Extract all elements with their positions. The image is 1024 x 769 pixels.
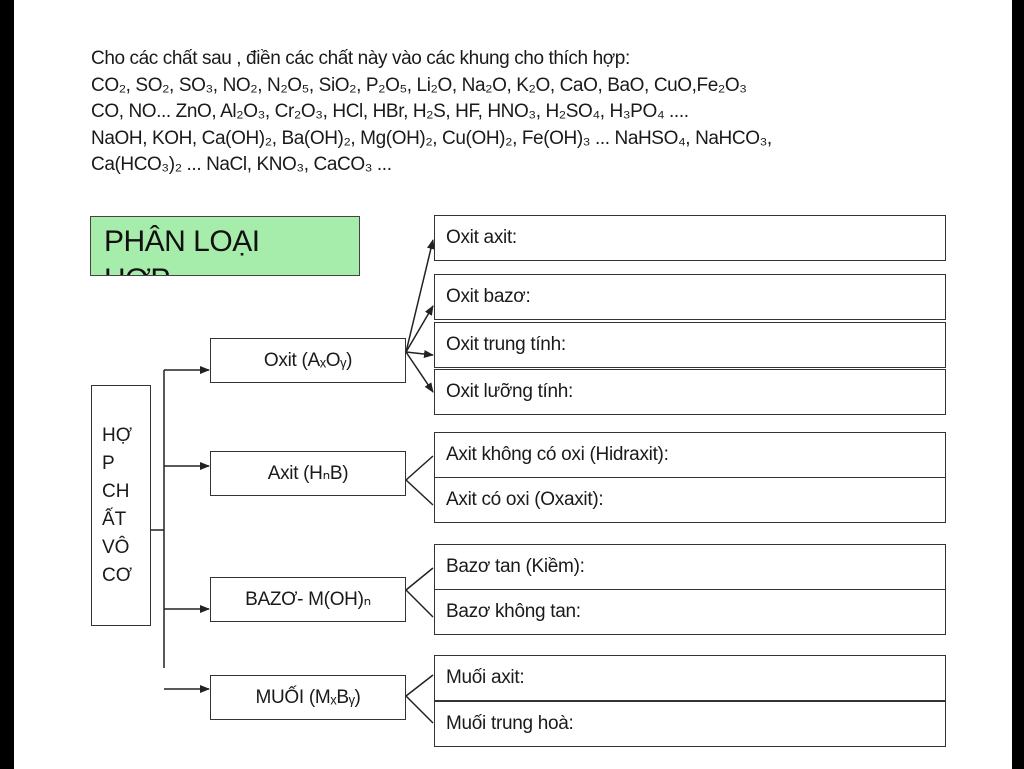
line-to-axit-khong-oxi <box>405 455 434 481</box>
sub-oxit-axit-box[interactable]: Oxit axit: <box>434 215 946 261</box>
arrow-to-oxit-bazo <box>405 305 434 353</box>
instruction-text: Cho các chất sau , điền các chất này vào… <box>91 46 971 179</box>
sub-axit-khong-oxi-box[interactable]: Axit không có oxi (Hidraxit): <box>434 432 946 478</box>
line-to-axit-co-oxi <box>405 479 434 506</box>
classification-title: PHÂN LOẠI HỢP <box>104 223 344 275</box>
root-line-1: HỢ <box>102 424 133 446</box>
sub-oxit-bazo-box[interactable]: Oxit bazơ: <box>434 274 946 320</box>
category-muoi-box: MUỐI (MₓBᵧ) <box>210 675 406 720</box>
instruction-line-5: Ca(HCO₃)₂ ... NaCl, KNO₃, CaCO₃ ... <box>91 154 392 175</box>
sub-muoi-axit-label: Muối axit: <box>446 667 525 688</box>
sub-oxit-bazo-label: Oxit bazơ: <box>446 286 531 307</box>
category-axit-label: Axit (HₙB) <box>267 463 349 484</box>
connector-lines <box>150 239 435 724</box>
classification-title-line-1: PHÂN LOẠI <box>104 225 260 258</box>
sub-oxit-luong-tinh-box[interactable]: Oxit lưỡng tính: <box>434 369 946 415</box>
sub-axit-co-oxi-box[interactable]: Axit có oxi (Oxaxit): <box>434 477 946 523</box>
sub-bazo-khong-tan-box[interactable]: Bazơ không tan: <box>434 589 946 635</box>
instruction-line-1: Cho các chất sau , điền các chất này vào… <box>91 48 630 69</box>
sub-oxit-axit-label: Oxit axit: <box>446 227 517 248</box>
root-line-3: CH <box>102 480 130 502</box>
line-to-bazo-tan <box>405 567 434 591</box>
slide-page: Cho các chất sau , điền các chất này vào… <box>14 0 1012 769</box>
instruction-line-2: CO₂, SO₂, SO₃, NO₂, N₂O₅, SiO₂, P₂O₅, Li… <box>91 74 747 96</box>
root-line-5: VÔ <box>102 536 130 558</box>
root-line-6: CƠ <box>102 564 133 586</box>
instruction-line-3: CO, NO... ZnO, Al₂O₃, Cr₂O₃, HCl, HBr, H… <box>91 101 689 122</box>
category-bazo-label: BAZƠ- M(OH)ₙ <box>245 589 371 610</box>
sub-muoi-trung-hoa-label: Muối trung hoà: <box>446 713 574 734</box>
category-bazo-box: BAZƠ- M(OH)ₙ <box>210 577 406 622</box>
root-line-2: P <box>102 452 115 474</box>
line-to-muoi-trung-hoa <box>405 695 434 724</box>
line-to-muoi-axit <box>405 674 434 697</box>
arrow-to-oxit-axit <box>405 239 435 353</box>
category-oxit-box: Oxit (AₓOᵧ) <box>210 338 406 383</box>
sub-axit-khong-oxi-label: Axit không có oxi (Hidraxit): <box>446 444 669 465</box>
sub-axit-co-oxi-label: Axit có oxi (Oxaxit): <box>446 489 604 510</box>
category-oxit-label: Oxit (AₓOᵧ) <box>263 349 353 371</box>
category-axit-box: Axit (HₙB) <box>210 451 406 496</box>
root-line-4: ẤT <box>102 508 127 530</box>
sub-oxit-trung-tinh-label: Oxit trung tính: <box>446 334 566 355</box>
classification-title-line-2: HỢP <box>104 261 344 275</box>
sub-bazo-tan-label: Bazơ tan (Kiềm): <box>446 556 585 577</box>
sub-oxit-luong-tinh-label: Oxit lưỡng tính: <box>446 381 574 402</box>
classification-title-box: PHÂN LOẠI HỢP <box>90 216 360 276</box>
root-box-hop-chat-vo-co: HỢ P CH ẤT VÔ CƠ <box>91 385 151 626</box>
sub-bazo-tan-box[interactable]: Bazơ tan (Kiềm): <box>434 544 946 590</box>
category-muoi-label: MUỐI (MₓBᵧ) <box>255 686 361 708</box>
sub-oxit-trung-tinh-box[interactable]: Oxit trung tính: <box>434 322 946 368</box>
sub-bazo-khong-tan-label: Bazơ không tan: <box>446 601 581 622</box>
arrow-to-oxit-luong-tinh <box>405 351 434 393</box>
instruction-line-4: NaOH, KOH, Ca(OH)₂, Ba(OH)₂, Mg(OH)₂, Cu… <box>91 127 772 149</box>
arrow-to-oxit-trung-tinh <box>405 350 434 358</box>
sub-muoi-axit-box[interactable]: Muối axit: <box>434 655 946 701</box>
line-to-bazo-khong-tan <box>405 589 434 618</box>
sub-muoi-trung-hoa-box[interactable]: Muối trung hoà: <box>434 701 946 747</box>
